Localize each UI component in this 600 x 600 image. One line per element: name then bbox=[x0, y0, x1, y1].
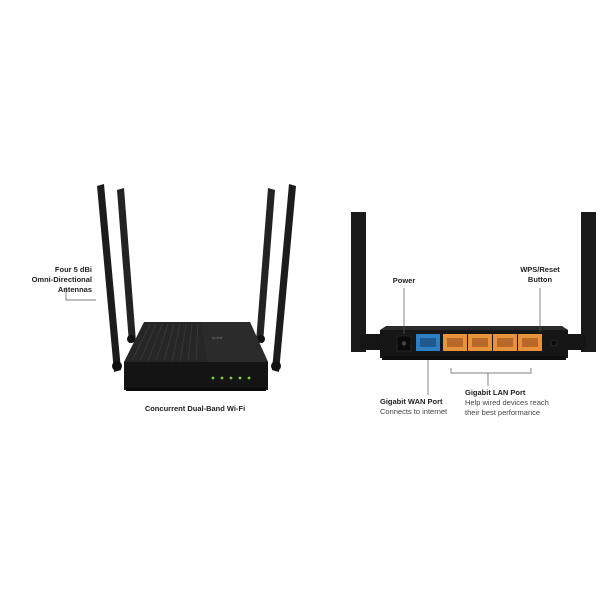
lan-label: Gigabit LAN Port Help wired devices reac… bbox=[465, 388, 565, 418]
antenna-back-left bbox=[351, 212, 366, 352]
antenna-right-outer bbox=[272, 184, 296, 372]
lan-desc-line2: their best performance bbox=[465, 408, 541, 417]
front-caption: Concurrent Dual-Band Wi-Fi bbox=[144, 404, 246, 413]
status-leds bbox=[211, 376, 251, 380]
router-front-face bbox=[124, 362, 268, 390]
router-top-fins bbox=[131, 323, 199, 362]
wps-reset-button bbox=[550, 339, 558, 347]
antenna-label: Four 5 dBi Omni-Directional Antennas bbox=[0, 265, 92, 295]
wps-label-line2: Button bbox=[527, 275, 553, 284]
wan-label: Gigabit WAN Port Connects to internet bbox=[380, 397, 460, 417]
power-label: Power bbox=[392, 276, 416, 285]
brand-logo-text: tp-link bbox=[212, 335, 223, 340]
front-view bbox=[65, 184, 296, 391]
antenna-leader-line bbox=[65, 287, 96, 301]
router-back-top bbox=[380, 326, 568, 330]
wps-label-line1: WPS/Reset bbox=[520, 265, 560, 274]
antenna-back-right bbox=[581, 212, 596, 352]
wps-label: WPS/Reset Button bbox=[505, 265, 575, 285]
antenna-label-line1: Four 5 dBi bbox=[54, 265, 92, 274]
lan-desc-line1: Help wired devices reach bbox=[465, 398, 549, 407]
wan-title: Gigabit WAN Port bbox=[380, 397, 443, 406]
antenna-left-outer bbox=[97, 184, 121, 372]
wan-desc: Connects to internet bbox=[380, 407, 448, 416]
brand-logo: tp-link bbox=[212, 335, 223, 340]
lan-title: Gigabit LAN Port bbox=[465, 388, 526, 397]
antenna-left-inner bbox=[117, 188, 136, 343]
antenna-label-line2: Omni-Directional Antennas bbox=[31, 275, 92, 294]
antenna-right-inner bbox=[256, 188, 275, 343]
back-view bbox=[351, 212, 596, 395]
